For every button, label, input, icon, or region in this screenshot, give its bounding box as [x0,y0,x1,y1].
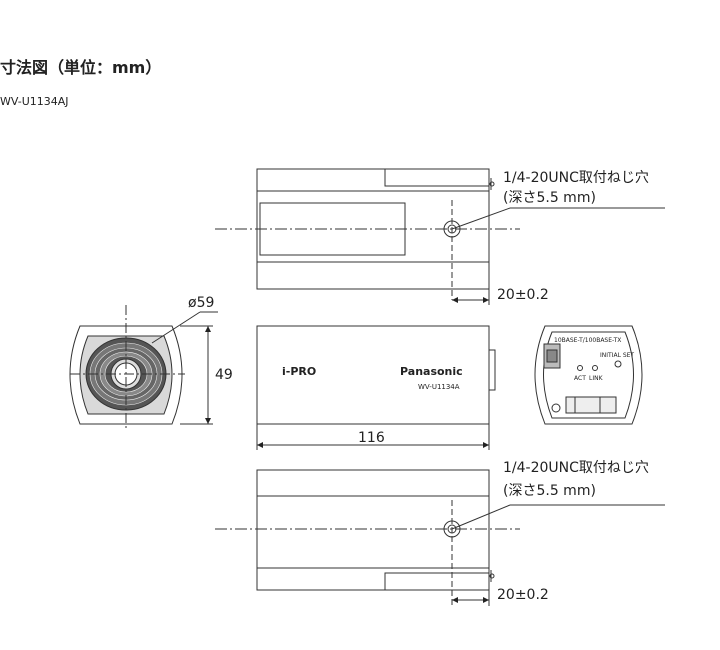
mount-hole-label-bottom: 1/4-20UNC取付ねじ穴 [503,460,649,476]
front-view [69,305,218,430]
offset-label-top: 20±0.2 [497,287,549,303]
length-label: 116 [358,430,385,446]
top-view [215,168,665,305]
offset-label-bottom: 20±0.2 [497,587,549,603]
act-label: ACT [574,375,586,382]
diameter-label: ø59 [188,295,214,311]
mount-hole-label-top: 1/4-20UNC取付ねじ穴 [503,170,649,186]
side-view [256,325,496,450]
initial-set-label: INITIAL SET [600,352,634,359]
panasonic-logo: Panasonic [400,365,463,378]
model-number: WV-U1134AJ [0,95,69,108]
depth-label-top: (深さ5.5 mm) [503,190,596,206]
page-title: 寸法図（単位：mm） [0,58,162,77]
ipro-logo: i-PRO [282,365,316,378]
rear-view [534,325,643,425]
link-label: LINK [589,375,604,382]
body-model-label: WV-U1134A [418,383,460,391]
port-label: 10BASE-T/100BASE-TX [554,337,621,344]
height-label: 49 [215,367,233,383]
depth-label-bottom: (深さ5.5 mm) [503,483,596,499]
bottom-view [215,469,665,606]
